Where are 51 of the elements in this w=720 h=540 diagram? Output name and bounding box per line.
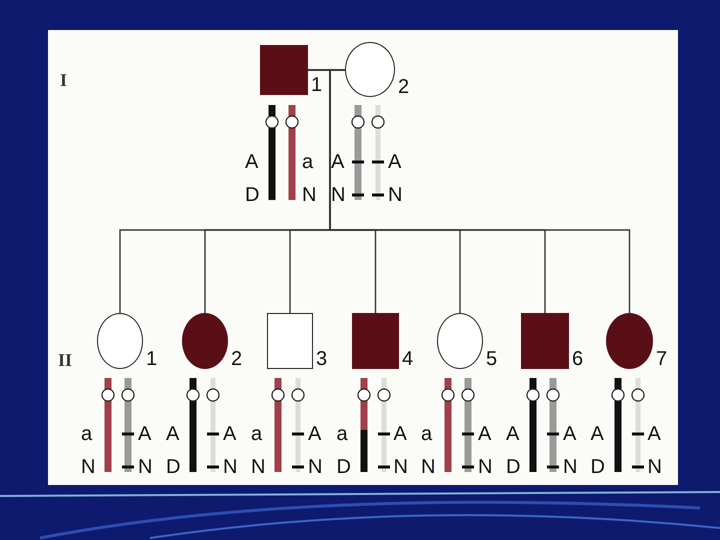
allele-letter: A bbox=[388, 152, 402, 172]
allele-letter: N bbox=[394, 457, 408, 477]
allele-letter: A bbox=[308, 424, 322, 444]
allele-letter: N bbox=[388, 185, 402, 205]
allele-letter: A bbox=[245, 152, 258, 172]
allele-letter: N bbox=[302, 185, 316, 205]
individual-number: 1 bbox=[311, 75, 322, 95]
individual-number: 2 bbox=[398, 77, 410, 97]
individual-number: 4 bbox=[402, 349, 414, 369]
individual-number: 5 bbox=[486, 349, 498, 369]
individual-number: 6 bbox=[572, 349, 584, 369]
allele-letter: D bbox=[506, 457, 520, 477]
allele-letter: D bbox=[245, 185, 260, 205]
allele-letter: A bbox=[223, 424, 236, 444]
allele-letter: N bbox=[421, 457, 436, 477]
allele-letter: A bbox=[138, 424, 152, 444]
allele-letter: A bbox=[506, 424, 520, 444]
allele-letter: A bbox=[563, 424, 576, 444]
individual-number: 1 bbox=[146, 349, 158, 369]
pedigree-square bbox=[521, 313, 569, 369]
allele-letter: a bbox=[251, 424, 262, 444]
allele-letter: A bbox=[478, 424, 492, 444]
allele-letter: A bbox=[648, 424, 661, 444]
allele-letter: A bbox=[394, 424, 407, 444]
pedigree-square bbox=[267, 313, 313, 369]
individual-number: 3 bbox=[316, 349, 328, 369]
allele-letter: D bbox=[166, 457, 180, 477]
allele-letter: N bbox=[563, 457, 578, 477]
allele-letter: a bbox=[336, 424, 348, 444]
allele-letter: N bbox=[251, 457, 266, 477]
allele-letter: D bbox=[336, 457, 351, 477]
pedigree-square bbox=[352, 313, 399, 369]
individual-number: 2 bbox=[231, 349, 242, 369]
allele-letter: N bbox=[138, 457, 152, 477]
allele-letter: N bbox=[648, 457, 662, 477]
allele-letter: a bbox=[421, 424, 432, 444]
allele-letter: D bbox=[590, 457, 605, 477]
generation-label: II bbox=[58, 350, 72, 371]
allele-letter: A bbox=[166, 424, 180, 444]
allele-letter: N bbox=[331, 185, 346, 205]
allele-letter: N bbox=[223, 457, 238, 477]
allele-letter: a bbox=[302, 152, 314, 172]
generation-label: I bbox=[60, 70, 68, 91]
allele-letter: A bbox=[590, 424, 604, 444]
pedigree-square bbox=[260, 45, 308, 95]
allele-letter: N bbox=[478, 457, 492, 477]
allele-letter: a bbox=[81, 424, 92, 444]
individual-number: 7 bbox=[656, 349, 668, 369]
allele-letter: N bbox=[308, 457, 322, 477]
allele-letter: N bbox=[81, 457, 96, 477]
allele-letter: A bbox=[331, 152, 344, 172]
